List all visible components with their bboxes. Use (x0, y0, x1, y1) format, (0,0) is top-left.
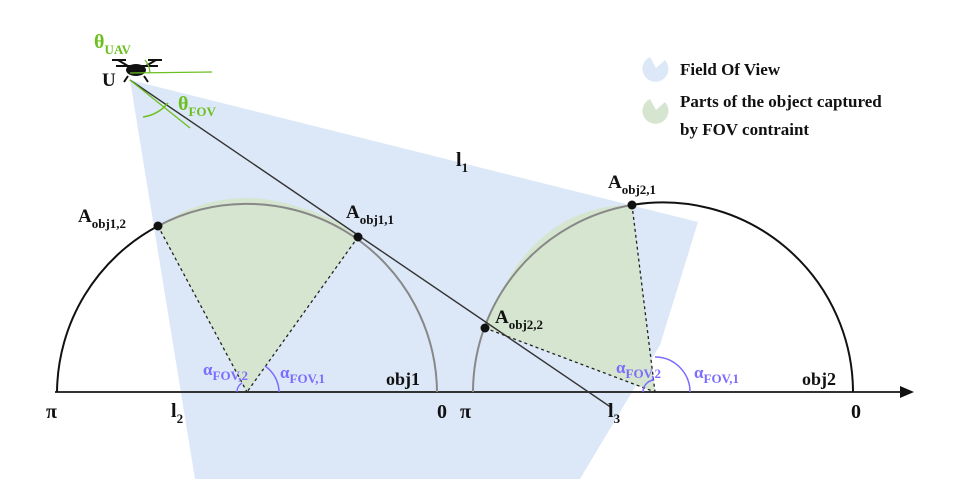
obj2-alpha-fov1-label: αFOV,1 (694, 363, 739, 386)
point-a-obj2-1 (627, 200, 637, 210)
obj2-semicircle-right (631, 201, 854, 393)
obj1-alpha-fov1-label: αFOV,1 (280, 363, 325, 386)
obj2-radius-a21 (631, 204, 656, 393)
l1-label: l1 (456, 149, 468, 175)
obj2-zero-label: 0 (851, 401, 861, 423)
obj2-semicircle-left (472, 204, 633, 393)
legend-captured-text-line2: by FOV contraint (680, 120, 809, 139)
theta-fov-arc (142, 102, 169, 118)
obj2-captured-region (485, 205, 655, 392)
uav-fov-edge-line (129, 79, 191, 129)
theta-uav-label: θUAV (94, 31, 132, 57)
obj1-pi-label: π (46, 401, 57, 423)
obj2-alpha-fov2-label: αFOV,2 (616, 358, 661, 381)
a-obj1-1-label: Aobj1,1 (346, 202, 394, 227)
axis-arrowhead (900, 386, 914, 398)
obj1-name-label: obj1 (386, 369, 420, 389)
field-of-view-region (130, 80, 698, 479)
obj2-alpha-fov1-arc (654, 356, 691, 393)
uav-label: U (102, 70, 116, 91)
obj2-pi-label: π (460, 401, 471, 423)
l3-label: l3 (608, 400, 621, 426)
legend-fov-text: Field Of View (680, 60, 781, 79)
point-a-obj1-1 (353, 232, 363, 242)
obj1-alpha-fov1-arc (264, 365, 280, 393)
obj1-captured-arc-fill (158, 198, 358, 392)
obj1-semicircle-left (56, 225, 159, 393)
theta-fov-label: θFOV (178, 93, 217, 119)
a-obj2-1-label: Aobj2,1 (608, 172, 656, 197)
obj2-name-label: obj2 (802, 369, 836, 389)
l2-label: l2 (171, 400, 183, 426)
legend-captured-swatch-icon (642, 99, 669, 124)
point-a-obj2-2 (480, 323, 490, 333)
legend-fov-swatch-icon (642, 57, 669, 82)
obj1-radius-a12 (157, 225, 248, 393)
obj2-alpha-fov2-arc (642, 379, 655, 393)
a-obj2-2-label: Aobj2,2 (495, 307, 543, 332)
point-a-obj1-2 (153, 221, 163, 231)
obj1-alpha-fov2-label: αFOV,2 (203, 360, 248, 383)
a-obj1-2-label: Aobj1,2 (78, 206, 126, 231)
uav-drone-icon (112, 59, 162, 83)
obj2-radius-a22 (484, 327, 656, 393)
obj1-zero-label: 0 (437, 401, 447, 423)
line-l1 (129, 79, 613, 409)
legend: Field Of View Parts of the object captur… (642, 57, 882, 139)
obj1-semicircle-right (157, 202, 438, 393)
uav-heading-line (129, 71, 213, 74)
obj1-alpha-fov2-arc (236, 382, 243, 393)
theta-uav-arc (144, 59, 151, 74)
legend-captured-text-line1: Parts of the object captured (680, 92, 882, 111)
